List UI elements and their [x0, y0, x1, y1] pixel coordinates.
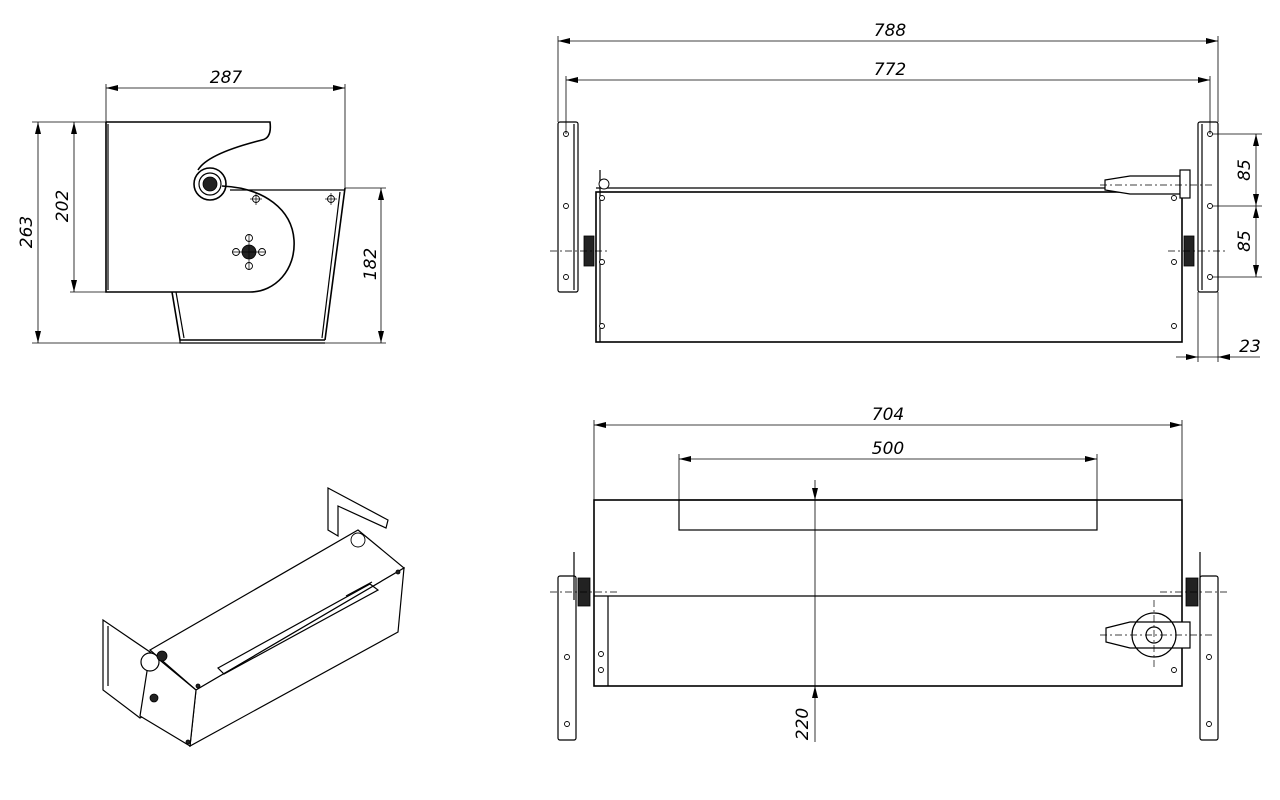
dim-500: 500	[872, 439, 904, 459]
isometric-view	[102, 487, 406, 748]
dim-85-top: 85	[1235, 159, 1255, 181]
dim-23: 23	[1239, 337, 1261, 357]
side-view: 287 263 202 182	[17, 68, 386, 344]
dim-788: 788	[874, 21, 907, 41]
dim-287: 287	[210, 68, 243, 88]
top-view: 704 500 220	[550, 405, 1230, 742]
front-view: 788 772 85 85 23	[550, 21, 1262, 362]
dim-704: 704	[872, 405, 904, 425]
dim-182: 182	[361, 248, 381, 280]
dim-220: 220	[793, 708, 813, 740]
dim-202: 202	[53, 190, 73, 222]
dim-85-bottom: 85	[1235, 230, 1255, 252]
dim-772: 772	[874, 60, 906, 80]
dim-263: 263	[17, 216, 37, 248]
